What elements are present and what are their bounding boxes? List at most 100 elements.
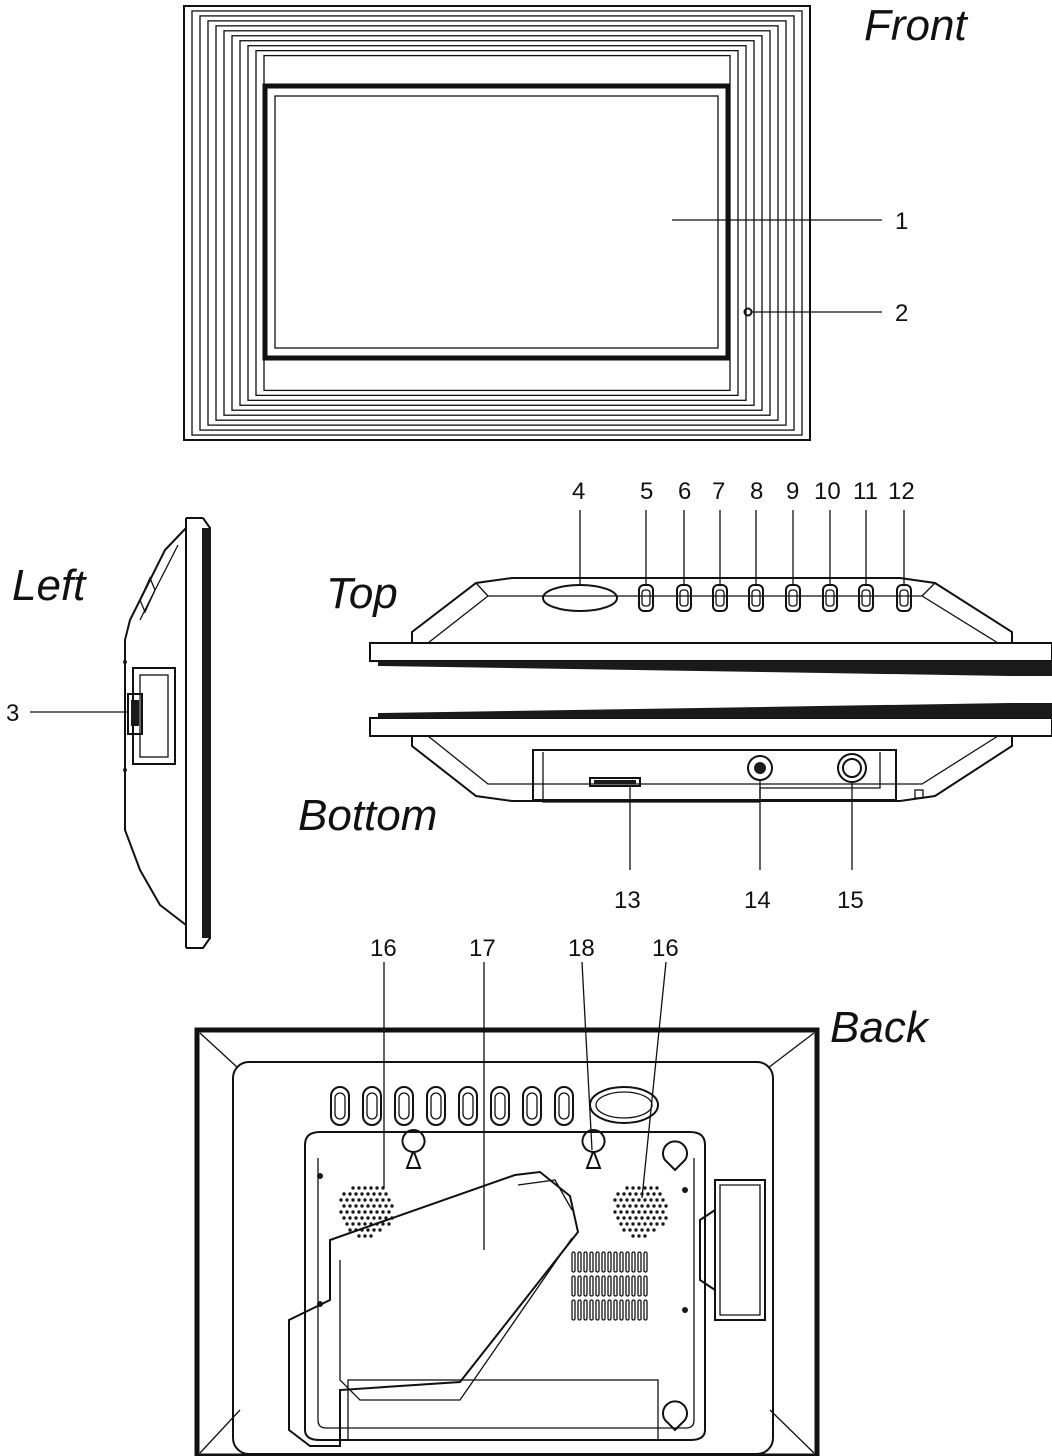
callout-7: 7 (712, 478, 725, 505)
vent-slot (613, 1299, 618, 1321)
vent-slot (607, 1251, 612, 1273)
grille-dot (351, 1222, 355, 1226)
grille-dot (348, 1192, 352, 1196)
grille-dot (652, 1204, 656, 1208)
vent-slot (625, 1251, 630, 1273)
grille-dot (619, 1222, 623, 1226)
vent-slot (637, 1299, 642, 1321)
grille-dot (375, 1210, 379, 1214)
view-title-bottom: Bottom (298, 791, 437, 840)
callout-18: 18 (568, 935, 595, 962)
grille-dot (363, 1234, 367, 1238)
callout-12: 12 (888, 478, 915, 505)
wall-mount-top (662, 1140, 688, 1172)
back-button-inner (526, 1092, 538, 1120)
vent-slot (589, 1299, 594, 1321)
grille-dot (351, 1198, 355, 1202)
grille-dot (658, 1204, 662, 1208)
back-button-inner (558, 1092, 570, 1120)
grille-dot (378, 1204, 382, 1208)
back-button-row (330, 1086, 574, 1126)
grille-dot (360, 1216, 364, 1220)
card-slot (589, 777, 641, 787)
callout-3: 3 (6, 700, 19, 727)
vent-slots (571, 1251, 648, 1321)
grille-dot (628, 1228, 632, 1232)
grille-dot (357, 1210, 361, 1214)
grille-dot (625, 1198, 629, 1202)
grille-dot (372, 1204, 376, 1208)
grille-dot (387, 1198, 391, 1202)
grille-dot (640, 1204, 644, 1208)
grille-dot (613, 1198, 617, 1202)
vent-slot (625, 1275, 630, 1297)
grille-dot (631, 1234, 635, 1238)
grille-dot (387, 1222, 391, 1226)
bezel-ring (223, 30, 771, 416)
grille-dot (628, 1216, 632, 1220)
back-button-inner (430, 1092, 442, 1120)
grille-dot (640, 1216, 644, 1220)
vent-slot (637, 1251, 642, 1273)
grille-dot (384, 1216, 388, 1220)
back-button (394, 1086, 414, 1126)
top-button (822, 584, 838, 612)
left-stand (132, 667, 176, 765)
grille-dot (345, 1198, 349, 1202)
back-button-inner (398, 1092, 410, 1120)
grille-dot (631, 1198, 635, 1202)
leader-16b (641, 961, 667, 1199)
grille-dot (387, 1210, 391, 1214)
view-title-front: Front (864, 1, 968, 50)
left-view (30, 517, 211, 949)
grille-dot (652, 1228, 656, 1232)
callout-6: 6 (678, 478, 691, 505)
back-shell (232, 1061, 774, 1455)
grille-dot (613, 1210, 617, 1214)
top-bezel-edge (378, 661, 1052, 676)
callout-14: 14 (744, 887, 771, 914)
grille-dot (372, 1216, 376, 1220)
wall-mount-bottom (662, 1400, 688, 1432)
grille-dot (342, 1216, 346, 1220)
vent-slot (607, 1275, 612, 1297)
grille-dot (619, 1210, 623, 1214)
grille-dot (381, 1210, 385, 1214)
callout-16-right: 16 (652, 935, 679, 962)
grille-dot (357, 1198, 361, 1202)
bottom-back-shell (411, 736, 1013, 802)
bottom-frame-front (369, 717, 1052, 737)
grille-dot (646, 1192, 650, 1196)
front-view (183, 5, 882, 441)
grille-dot (643, 1186, 647, 1190)
bezel-ring (263, 54, 731, 392)
back-button (522, 1086, 542, 1126)
grille-dot (363, 1210, 367, 1214)
grille-dot (622, 1192, 626, 1196)
back-button-inner (494, 1092, 506, 1120)
back-button (490, 1086, 510, 1126)
bezel-ring (247, 45, 747, 401)
grille-dot (363, 1222, 367, 1226)
callout-16-left: 16 (370, 935, 397, 962)
top-button (638, 584, 654, 612)
front-frame-bezel (183, 5, 811, 441)
bezel-ring (207, 20, 787, 426)
grille-dot (664, 1204, 668, 1208)
grille-dot (637, 1222, 641, 1226)
grille-dot (342, 1192, 346, 1196)
speaker-grille-right (613, 1186, 668, 1238)
grille-dot (339, 1198, 343, 1202)
grille-dot (354, 1204, 358, 1208)
vent-slot (631, 1275, 636, 1297)
grille-dot (655, 1222, 659, 1226)
grille-dot (619, 1198, 623, 1202)
vent-slot (625, 1299, 630, 1321)
grille-dot (646, 1204, 650, 1208)
callout-5: 5 (640, 478, 653, 505)
grille-dot (634, 1192, 638, 1196)
callout-15: 15 (837, 887, 864, 914)
top-button-inner (679, 589, 689, 607)
vent-slot (571, 1299, 576, 1321)
view-title-back: Back (830, 1003, 930, 1052)
